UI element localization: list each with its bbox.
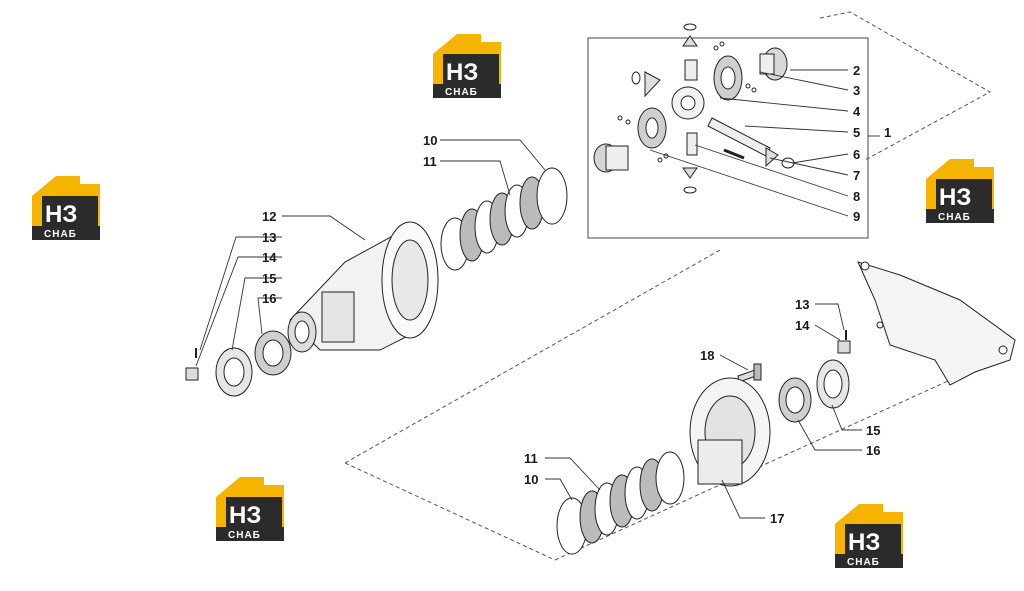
callout-12: 12 <box>262 209 276 224</box>
logo-watermark-4: НЗ СНАБ <box>216 477 284 541</box>
logo-main-text: НЗ <box>45 201 77 228</box>
callout-5: 5 <box>853 125 860 140</box>
logo-watermark-2: НЗ СНАБ <box>32 176 100 240</box>
callout-2: 2 <box>853 63 860 78</box>
leader-lines <box>195 69 880 519</box>
callout-15-right: 15 <box>866 423 880 438</box>
callout-18: 18 <box>700 348 714 363</box>
callout-17: 17 <box>770 511 784 526</box>
logo-main-text: НЗ <box>848 529 880 556</box>
callout-14-right: 14 <box>795 318 810 333</box>
callout-7: 7 <box>853 168 860 183</box>
disc-pack-upper <box>440 167 568 271</box>
dashed-group-outline <box>344 11 1006 561</box>
logo-watermark-3: НЗ СНАБ <box>926 159 994 223</box>
differential-internals <box>593 23 795 194</box>
callout-6: 6 <box>853 147 860 162</box>
logo-sub-text: СНАБ <box>445 87 478 98</box>
callout-8: 8 <box>853 189 860 204</box>
disc-pack-lower <box>556 451 685 555</box>
callout-13-right: 13 <box>795 297 809 312</box>
differential-housing-right <box>689 377 771 487</box>
logo-watermark-1: НЗ СНАБ <box>433 34 501 98</box>
mounting-bracket <box>857 261 1016 386</box>
logo-watermark-5: НЗ СНАБ <box>835 504 903 568</box>
callout-11-lower: 11 <box>524 451 538 466</box>
callout-3: 3 <box>853 83 860 98</box>
differential-housing <box>287 221 439 353</box>
callout-14-left: 14 <box>262 250 277 265</box>
logo-sub-text: СНАБ <box>847 557 880 568</box>
callout-labels: 2 3 4 5 1 6 7 8 9 10 11 12 13 14 15 16 1… <box>262 63 891 526</box>
differential-parts-box <box>587 37 869 239</box>
bolt <box>737 363 762 383</box>
callout-11-upper: 11 <box>423 154 437 169</box>
callout-9: 9 <box>853 209 860 224</box>
logo-sub-text: СНАБ <box>44 229 77 240</box>
callout-4: 4 <box>853 104 861 119</box>
callout-16-left: 16 <box>262 291 276 306</box>
callout-10-lower: 10 <box>524 472 538 487</box>
callout-16-right: 16 <box>866 443 880 458</box>
callout-15-left: 15 <box>262 271 276 286</box>
callout-13-left: 13 <box>262 230 276 245</box>
logo-sub-text: СНАБ <box>938 212 971 223</box>
bearing-and-nut-right <box>778 330 851 423</box>
callout-1: 1 <box>884 125 891 140</box>
logo-main-text: НЗ <box>229 502 261 529</box>
logo-main-text: НЗ <box>939 184 971 211</box>
logo-main-text: НЗ <box>446 59 478 86</box>
bearing-and-nut-left <box>185 330 292 397</box>
logo-sub-text: СНАБ <box>228 530 261 541</box>
callout-10-upper: 10 <box>423 133 437 148</box>
